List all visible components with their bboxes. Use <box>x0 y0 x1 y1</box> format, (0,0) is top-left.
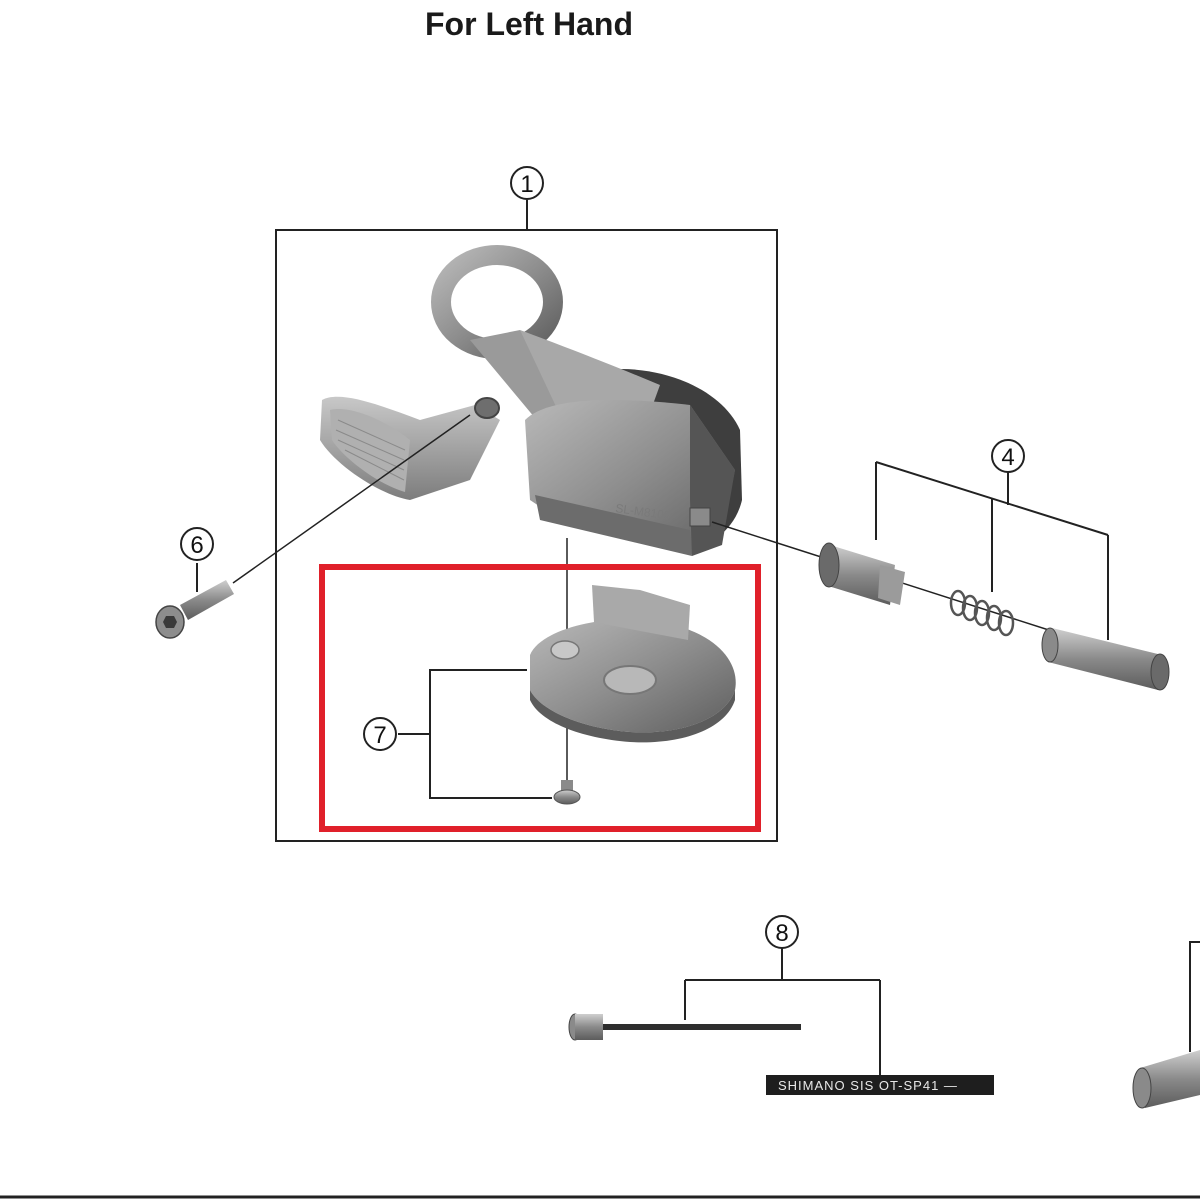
callout-4-number: 4 <box>1001 444 1014 471</box>
callout-4-bracket <box>875 461 1109 640</box>
callout-8: 8 <box>765 915 799 949</box>
cable-label-text: SHIMANO SIS OT-SP41 — <box>778 1078 958 1093</box>
callout-7: 7 <box>363 717 397 751</box>
indexing-plate-screw <box>553 780 581 805</box>
adjuster-sleeve <box>1041 627 1170 691</box>
barrel-adjuster <box>818 542 905 605</box>
cable-label-strip: SHIMANO SIS OT-SP41 — <box>766 1075 994 1095</box>
callout-8-number: 8 <box>775 920 788 947</box>
callout-8-bracket <box>684 948 881 1075</box>
callout-6-number: 6 <box>190 532 203 559</box>
callout-6: 6 <box>180 527 214 561</box>
callout-4: 4 <box>991 439 1025 473</box>
bolt-axis-line <box>232 414 471 584</box>
highlight-box-part-7 <box>319 564 761 832</box>
callout-7-number: 7 <box>373 722 386 749</box>
inner-cable <box>568 1013 801 1041</box>
diagram-title: For Left Hand <box>425 6 633 42</box>
callout-1-number: 1 <box>520 171 533 198</box>
indexing-plate <box>530 585 736 743</box>
clamp-bolt <box>155 563 234 639</box>
shifter-housing: SL-M8100 <box>320 245 742 556</box>
callout-7-bracket <box>398 669 552 799</box>
callout-1: 1 <box>510 166 544 200</box>
adjuster-spring <box>949 589 1015 637</box>
partial-cable-end <box>1132 941 1200 1109</box>
